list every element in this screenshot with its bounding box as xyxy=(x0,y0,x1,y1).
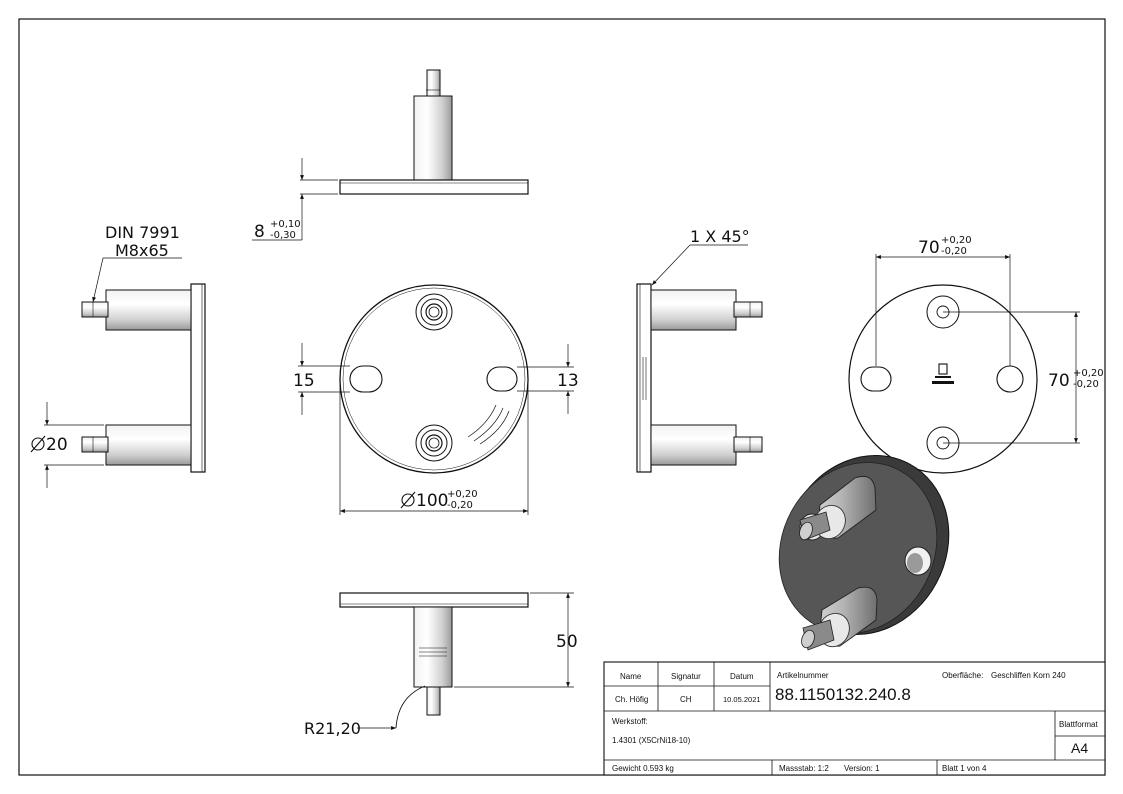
right-side-view: 1 X 45° xyxy=(636,227,763,473)
bottom-view: 50 R21,20 xyxy=(304,592,578,738)
sheet-border xyxy=(18,18,1106,776)
slot-left-label: 15 xyxy=(293,371,315,391)
article-number-value: 88.1150132.240.8 xyxy=(775,685,911,704)
signature-value: CH xyxy=(680,695,692,704)
scale-value: Massstab: 1:2 xyxy=(779,764,829,773)
date-value: 10.05.2021 xyxy=(723,695,761,704)
sheet-number-value: Blatt 1 von 4 xyxy=(942,764,987,773)
top-view: 8 +0,10 -0,30 xyxy=(252,69,529,242)
front-view: 15 13 100 +0,20 -0,20 xyxy=(293,284,579,515)
material-value: 1.4301 (X5CrNi18-10) xyxy=(612,736,691,745)
screw-size-label: M8x65 xyxy=(115,241,169,260)
hole-spacing-v-tol-upper: +0,20 xyxy=(1073,368,1104,379)
date-header: Datum xyxy=(730,672,754,681)
screw-standard-label: DIN 7991 xyxy=(105,223,180,242)
version-value: Version: 1 xyxy=(844,764,880,773)
sheet-format-value: A4 xyxy=(1071,740,1088,756)
isometric-3d-view xyxy=(778,455,950,651)
title-block: Name Signatur Datum Ch. Höfig CH 10.05.2… xyxy=(603,661,1106,776)
signature-header: Signatur xyxy=(671,672,701,681)
surface-header: Oberfläche: xyxy=(942,671,983,680)
name-value: Ch. Höfig xyxy=(615,695,648,704)
diameter-symbol-icon xyxy=(401,493,415,507)
name-header: Name xyxy=(620,672,642,681)
material-header: Werkstoff: xyxy=(612,717,648,726)
plate-thickness-tol-upper: +0,10 xyxy=(270,219,301,230)
plate-thickness-tol-lower: -0,30 xyxy=(270,230,296,241)
hole-spacing-h-label: 70 xyxy=(918,238,940,258)
hole-spacing-v-label: 70 xyxy=(1048,371,1070,391)
plate-diameter-label: 100 xyxy=(416,491,448,511)
pin-diameter-label: 20 xyxy=(46,435,68,455)
plate-diameter-tol-lower: -0,20 xyxy=(447,500,473,511)
hole-spacing-v-tol-lower: -0,20 xyxy=(1073,379,1099,390)
article-number-header: Artikelnummer xyxy=(777,671,829,680)
diameter-symbol-icon xyxy=(31,437,45,451)
sheet-format-header: Blattformat xyxy=(1059,720,1098,729)
hole-spacing-h-tol-lower: -0,20 xyxy=(941,246,967,257)
hole-spacing-h-tol-upper: +0,20 xyxy=(941,235,972,246)
height-label: 50 xyxy=(556,632,578,652)
plate-diameter-tol-upper: +0,20 xyxy=(447,489,478,500)
manufacturer-logo-icon xyxy=(932,363,954,384)
radius-label: R21,20 xyxy=(304,719,361,738)
back-view: 70 +0,20 -0,20 70 +0,20 -0,20 xyxy=(848,235,1104,474)
chamfer-label: 1 X 45° xyxy=(690,227,750,246)
left-view: DIN 7991 M8x65 20 xyxy=(30,223,206,488)
plate-thickness-label: 8 xyxy=(254,222,265,242)
weight-value: Gewicht 0.593 kg xyxy=(612,764,674,773)
surface-value: Geschliffen Korn 240 xyxy=(991,671,1066,680)
slot-right-label: 13 xyxy=(557,371,579,391)
